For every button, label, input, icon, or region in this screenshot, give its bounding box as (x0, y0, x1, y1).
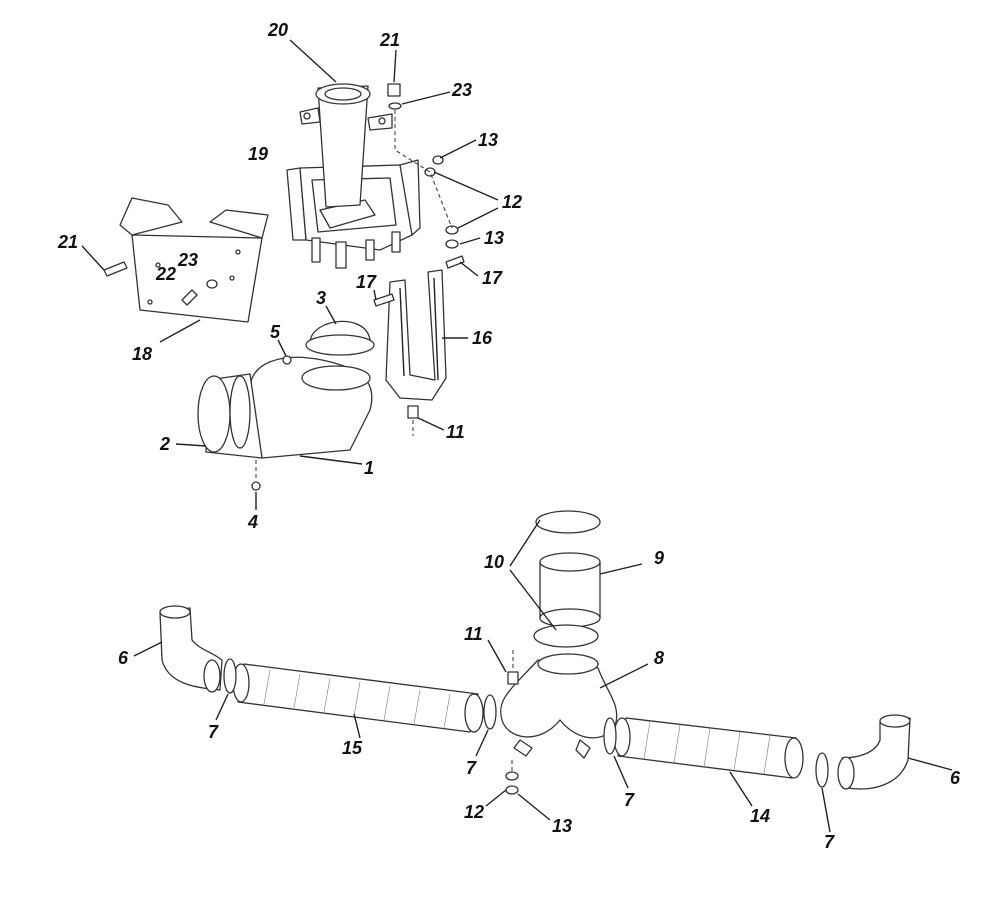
callout-19: 19 (248, 144, 268, 164)
callout-20: 20 (267, 20, 288, 40)
part-18-bracket (103, 197, 269, 323)
callout-14: 14 (750, 806, 770, 826)
callout-17-left: 17 (356, 272, 377, 292)
callout-21-top: 21 (379, 30, 400, 50)
callout-4: 4 (247, 512, 258, 532)
callout-7-d: 7 (824, 832, 835, 852)
callout-22: 22 (155, 264, 176, 284)
callout-23-left: 23 (177, 250, 198, 270)
callout-5: 5 (270, 322, 281, 342)
callout-21-left: 21 (57, 232, 78, 252)
part-14-hose (613, 717, 804, 779)
part-16-u-bracket (373, 255, 465, 401)
part-7-rings (223, 658, 829, 788)
callout-23-top: 23 (451, 80, 472, 100)
callout-12-bottom: 12 (464, 802, 484, 822)
callout-16: 16 (472, 328, 493, 348)
callout-13-top: 13 (478, 130, 498, 150)
part-8-y-fitting (500, 653, 618, 759)
callout-12-top: 12 (502, 192, 522, 212)
callout-13-mid: 13 (484, 228, 504, 248)
part-6-left-elbow (159, 605, 223, 693)
callout-15: 15 (342, 738, 363, 758)
callout-11-bottom: 11 (464, 624, 483, 644)
callout-2: 2 (159, 434, 170, 454)
callout-1: 1 (364, 458, 374, 478)
part-9-10-canister (533, 510, 601, 648)
part-3-cap (305, 320, 375, 356)
callout-9: 9 (654, 548, 664, 568)
part-6-right-elbow (837, 714, 911, 790)
callout-8: 8 (654, 648, 664, 668)
callout-11-top: 11 (446, 422, 465, 442)
callout-10: 10 (484, 552, 504, 572)
part-1-2-elbow (197, 355, 373, 491)
callout-6-right: 6 (950, 768, 961, 788)
callout-3: 3 (316, 288, 326, 308)
callout-6-left: 6 (118, 648, 129, 668)
part-19-20-housing (286, 83, 421, 269)
part-15-hose (232, 663, 484, 733)
leader-lines (81, 39, 953, 833)
callout-13-bottom: 13 (552, 816, 572, 836)
callout-18: 18 (132, 344, 152, 364)
callout-7-a: 7 (208, 722, 219, 742)
callout-7-c: 7 (624, 790, 635, 810)
callout-7-b: 7 (466, 758, 477, 778)
callout-17-right: 17 (482, 268, 503, 288)
